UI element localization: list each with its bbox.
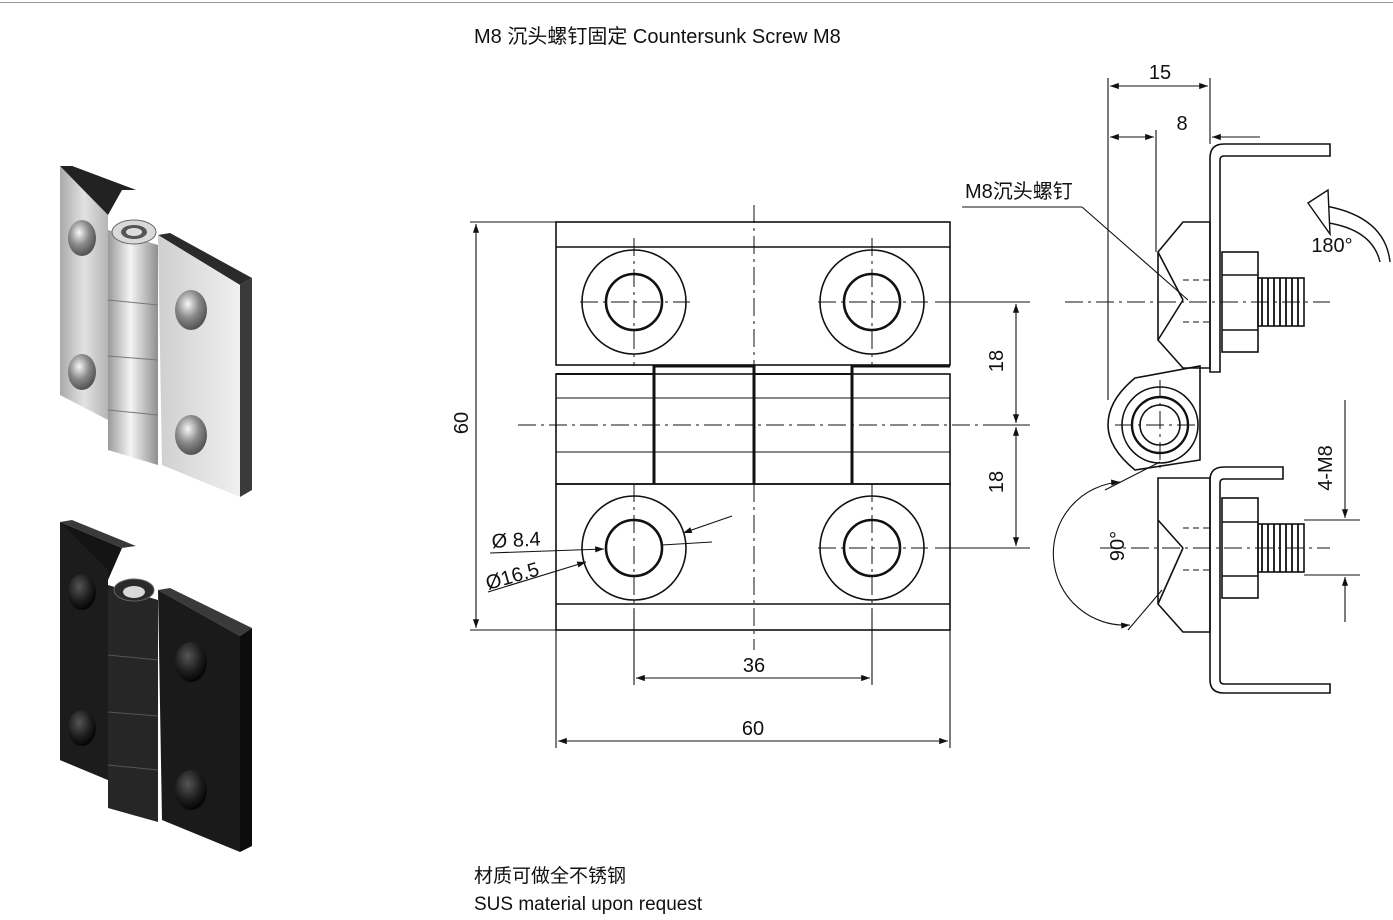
dim-thread-4-m8: 4-M8 — [1315, 445, 1337, 491]
dim-hole-large: Ø16.5 — [483, 559, 541, 595]
silver-hinge-render — [60, 166, 252, 497]
material-note: 材质可做全不锈钢 SUS material upon request — [474, 863, 702, 919]
page-title: M8 沉头螺钉固定 Countersunk Screw M8 — [474, 26, 841, 48]
black-hinge-render — [60, 520, 252, 852]
material-note-en: SUS material upon request — [474, 894, 703, 915]
side-center-lines — [1065, 301, 1330, 549]
front-dimensions — [470, 221, 1030, 748]
dim-angle-90: 90° — [1107, 531, 1129, 561]
side-view — [1107, 143, 1331, 694]
top-rule — [0, 2, 1393, 3]
dim-hole-small: Ø 8.4 — [491, 528, 541, 553]
dim-side-8: 8 — [1176, 113, 1187, 135]
dim-lower-18: 18 — [986, 471, 1008, 493]
material-note-cn: 材质可做全不锈钢 — [474, 866, 627, 887]
label-countersunk-screw: M8沉头螺钉 — [965, 180, 1073, 203]
side-dimensions — [962, 78, 1391, 631]
dim-side-15: 15 — [1149, 62, 1171, 84]
front-view — [555, 221, 951, 631]
dim-pitch-36: 36 — [743, 655, 765, 677]
center-lines — [518, 205, 990, 650]
dim-height-60: 60 — [451, 412, 473, 434]
dim-width-60: 60 — [742, 718, 764, 740]
dim-angle-180: 180° — [1311, 235, 1352, 257]
dim-upper-18: 18 — [986, 350, 1008, 372]
side-dimension-labels: 15 8 4-M8 90° 180° M8沉头螺钉 — [965, 62, 1353, 561]
